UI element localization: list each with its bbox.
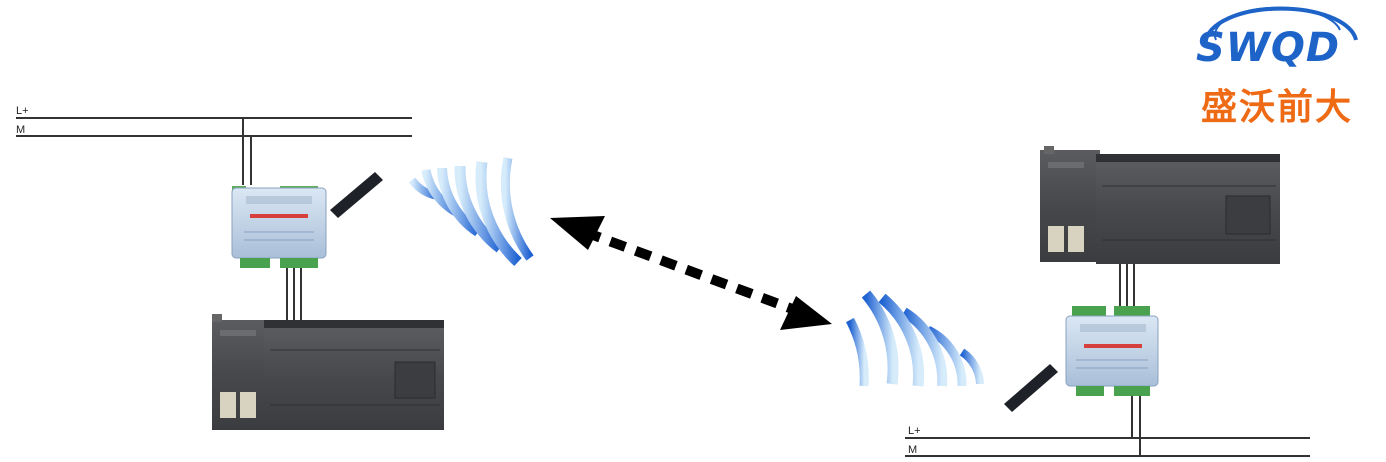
logo-latin: SWQD bbox=[1196, 25, 1341, 71]
left-signal-waves-icon bbox=[408, 157, 534, 267]
logo-swoosh-icon bbox=[1203, 6, 1358, 47]
left-plc bbox=[212, 314, 444, 430]
left-interconnect-wires bbox=[286, 268, 302, 322]
right-signal-waves-icon bbox=[845, 290, 984, 387]
right-interconnect-wires bbox=[1119, 264, 1135, 312]
right-power-bus: L+ M bbox=[905, 396, 1310, 457]
logo-chinese: 盛沃前大 bbox=[1200, 87, 1353, 128]
left-antenna-icon bbox=[330, 172, 383, 218]
right-antenna-icon bbox=[1004, 364, 1058, 412]
right-wireless-module bbox=[1004, 306, 1159, 412]
left-bus-negative-label: M bbox=[16, 124, 25, 136]
left-bus-positive-label: L+ bbox=[16, 105, 29, 117]
right-plc bbox=[1040, 146, 1280, 264]
right-bus-positive-label: L+ bbox=[908, 425, 921, 437]
left-power-bus: L+ M bbox=[16, 105, 412, 185]
right-bus-negative-label: M bbox=[908, 444, 917, 456]
bidirectional-link-arrow-icon bbox=[550, 216, 832, 330]
left-wireless-module bbox=[231, 172, 383, 268]
